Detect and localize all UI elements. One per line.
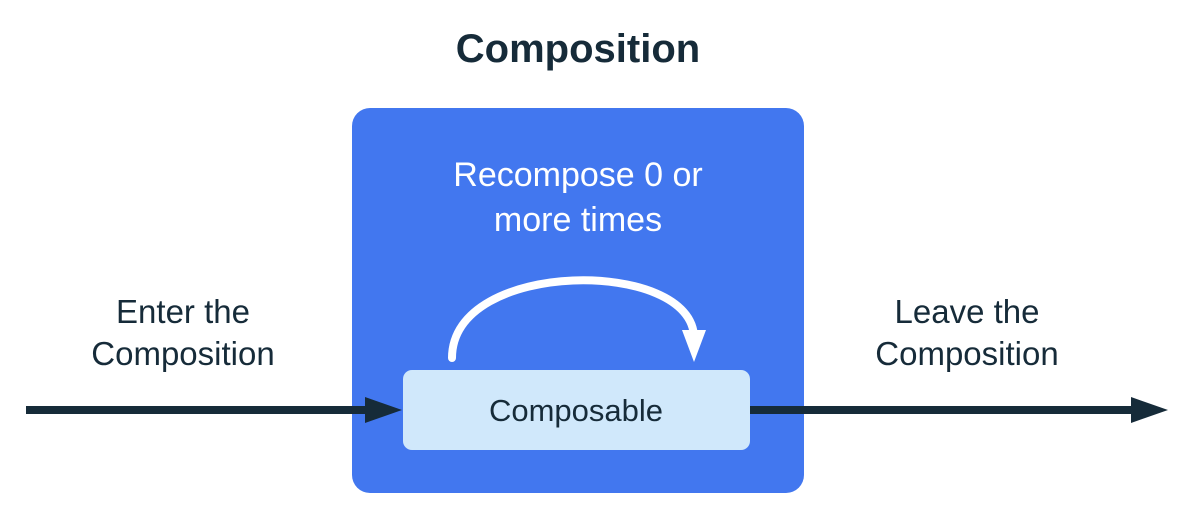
recompose-label-line-1: Recompose 0 or xyxy=(453,156,702,194)
enter-label-line-2: Composition xyxy=(91,335,274,372)
composable-box xyxy=(403,370,750,450)
recompose-arrowhead xyxy=(682,330,706,362)
page-title: Composition xyxy=(456,27,700,71)
enter-arrowhead xyxy=(365,397,402,423)
leave-arrowhead xyxy=(1131,397,1168,423)
recompose-label-line-2: more times xyxy=(494,201,662,239)
leave-label-line-2: Composition xyxy=(875,335,1058,372)
leave-composition-arrow xyxy=(750,397,1168,423)
enter-composition-arrow xyxy=(26,397,402,423)
composable-label: Composable xyxy=(489,393,663,428)
recompose-loop-arrow xyxy=(448,276,706,362)
enter-label-line-1: Enter the xyxy=(116,293,250,330)
leave-label-line-1: Leave the xyxy=(895,293,1040,330)
